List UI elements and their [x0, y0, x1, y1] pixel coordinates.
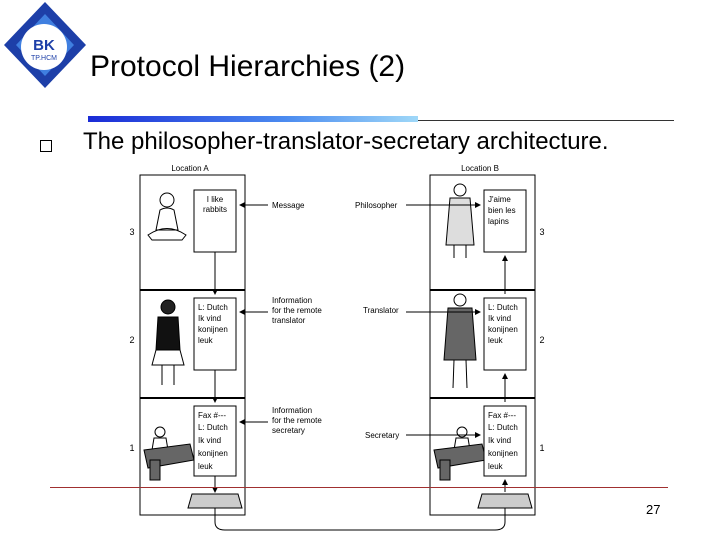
layer-1-right: 1 — [539, 443, 544, 453]
message-label: Message — [272, 201, 305, 210]
philosopher-label: Philosopher — [355, 201, 398, 210]
b-box-layer2: L: Dutch Ik vind konijnen leuk — [483, 297, 527, 371]
protocol-diagram: Location A Location B 3 2 1 3 2 1 — [110, 160, 580, 540]
location-b-label: Location B — [461, 164, 499, 173]
philosopher-a-figure — [147, 192, 187, 241]
layer-2-left: 2 — [129, 335, 134, 345]
page-number: 27 — [646, 502, 661, 517]
svg-text:konijnen: konijnen — [198, 325, 228, 334]
svg-text:Fax #---: Fax #--- — [488, 411, 516, 420]
svg-text:I like: I like — [207, 195, 224, 204]
secretary-label: Secretary — [365, 431, 399, 440]
svg-text:Ik vind: Ik vind — [198, 314, 221, 323]
fax-machine-a — [187, 493, 243, 509]
svg-text:Ik vind: Ik vind — [488, 436, 511, 445]
physical-link — [214, 508, 506, 531]
logo: BK TP.HCM — [0, 0, 90, 90]
a-box-layer1: Fax #--- L: Dutch Ik vind konijnen leuk — [193, 405, 237, 477]
svg-text:L: Dutch: L: Dutch — [488, 423, 518, 432]
philosopher-b-figure — [445, 183, 475, 258]
svg-text:konijnen: konijnen — [488, 449, 518, 458]
location-a-label: Location A — [171, 164, 209, 173]
translator-label: Translator — [363, 306, 399, 315]
secretary-b-figure — [433, 426, 487, 481]
diagram-svg: Location A Location B 3 2 1 3 2 1 — [129, 164, 545, 531]
a-box-layer3: I like rabbits — [193, 189, 237, 253]
svg-text:bien les: bien les — [488, 206, 516, 215]
svg-text:L: Dutch: L: Dutch — [198, 423, 228, 432]
fax-machine-b — [477, 493, 533, 509]
info-translator-line2: for the remote — [272, 306, 322, 315]
translator-b-figure — [443, 293, 477, 389]
footer-rule — [50, 487, 668, 488]
layer-3-left: 3 — [129, 227, 134, 237]
bk-logo-icon: BK TP.HCM — [4, 2, 86, 88]
info-secretary-line3: secretary — [272, 426, 305, 435]
svg-text:Ik vind: Ik vind — [198, 436, 221, 445]
svg-text:leuk: leuk — [198, 462, 214, 471]
svg-text:Fax #---: Fax #--- — [198, 411, 226, 420]
peer-arrows — [239, 202, 481, 438]
svg-text:L: Dutch: L: Dutch — [488, 303, 518, 312]
layer-3-right: 3 — [539, 227, 544, 237]
title-underline — [88, 116, 674, 122]
translator-a-figure — [151, 299, 185, 385]
layer-2-right: 2 — [539, 335, 544, 345]
layer-1-left: 1 — [129, 443, 134, 453]
svg-text:leuk: leuk — [488, 462, 504, 471]
svg-text:L: Dutch: L: Dutch — [198, 303, 228, 312]
svg-text:rabbits: rabbits — [203, 205, 227, 214]
svg-text:leuk: leuk — [198, 336, 214, 345]
svg-text:konijnen: konijnen — [198, 449, 228, 458]
secretary-a-figure — [143, 426, 195, 481]
a-box-layer2: L: Dutch Ik vind konijnen leuk — [193, 297, 237, 371]
svg-text:J'aime: J'aime — [488, 195, 511, 204]
info-secretary-line2: for the remote — [272, 416, 322, 425]
bullet-square-icon — [40, 140, 52, 152]
info-translator-line1: Information — [272, 296, 312, 305]
info-secretary-line1: Information — [272, 406, 312, 415]
logo-text-bk: BK — [33, 37, 55, 54]
svg-text:konijnen: konijnen — [488, 325, 518, 334]
b-box-layer1: Fax #--- L: Dutch Ik vind konijnen leuk — [483, 405, 527, 477]
info-translator-line3: translator — [272, 316, 306, 325]
svg-text:leuk: leuk — [488, 336, 504, 345]
slide-title: Protocol Hierarchies (2) — [90, 50, 406, 83]
logo-text-hcm: TP.HCM — [31, 55, 57, 62]
svg-text:Ik vind: Ik vind — [488, 314, 511, 323]
bullet-text: The philosopher-translator-secretary arc… — [83, 128, 609, 155]
svg-text:lapins: lapins — [488, 217, 509, 226]
b-box-layer3: J'aime bien les lapins — [483, 189, 527, 253]
